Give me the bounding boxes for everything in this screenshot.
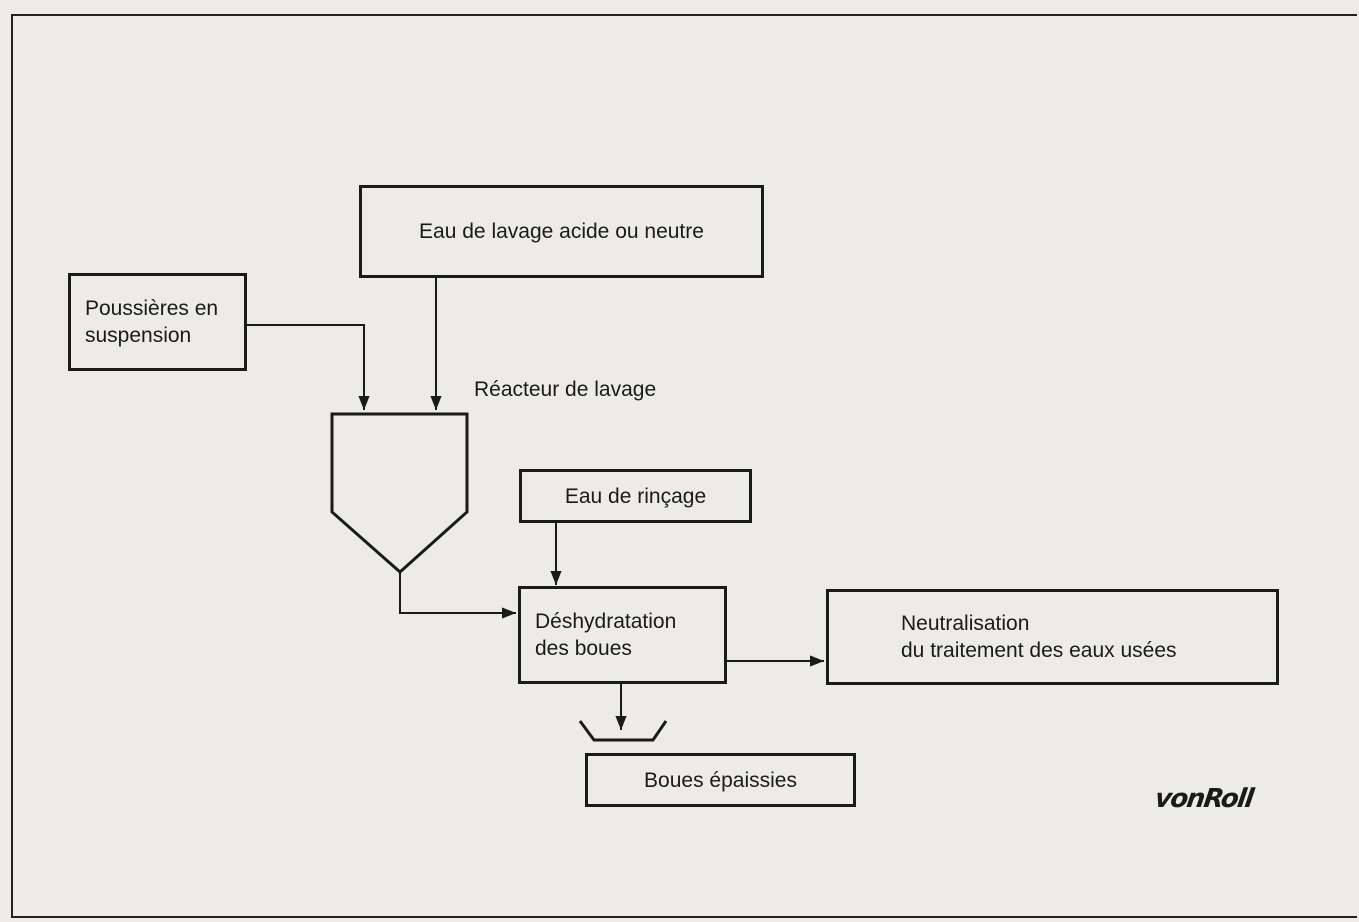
page-frame	[11, 14, 1357, 918]
edge-dust-to-reactor	[246, 324, 370, 410]
node-thickened-sludge-text: Boues épaissies	[644, 768, 797, 792]
node-rinse-water: Eau de rinçage	[519, 469, 752, 523]
vonroll-logo: vonRoll	[1152, 784, 1255, 814]
node-sludge-dewatering-text: Déshydratation des boues	[535, 610, 677, 660]
node-sludge-dewatering: Déshydratation des boues	[518, 586, 727, 684]
node-suspended-dust: Poussières en suspension	[68, 273, 247, 371]
node-neutralisation-text: Neutralisation du traitement des eaux us…	[901, 612, 1177, 662]
node-neutralisation: Neutralisation du traitement des eaux us…	[826, 589, 1279, 685]
node-wash-water-text: Eau de lavage acide ou neutre	[419, 220, 704, 243]
node-rinse-water-text: Eau de rinçage	[564, 484, 707, 508]
edge-reactor-to-dewatering	[399, 572, 516, 619]
label-wash-reactor: Réacteur de lavage	[474, 378, 657, 401]
node-thickened-sludge: Boues épaissies	[585, 753, 856, 807]
wash-reactor-vessel	[330, 412, 469, 575]
sludge-tray-icon	[578, 720, 668, 742]
node-wash-water: Eau de lavage acide ou neutre	[359, 185, 764, 278]
node-suspended-dust-text: Poussières en suspension	[85, 297, 219, 347]
